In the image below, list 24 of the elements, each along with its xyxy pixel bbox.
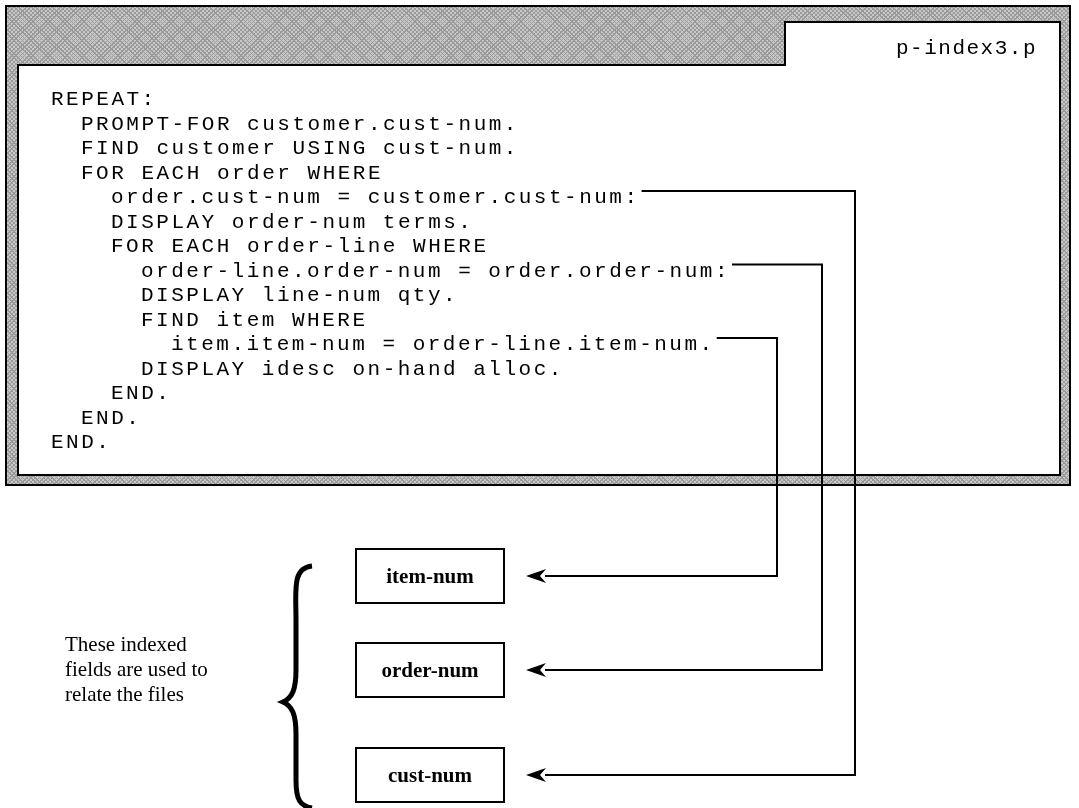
code-line: FOR EACH order WHERE [81,162,384,185]
code-line: item.item-num = order-line.item-num. [171,334,715,356]
window-frame [5,5,1071,486]
code-line: PROMPT-FOR customer.cust-num. [81,113,519,136]
code-line: END. [111,383,172,405]
leader-arrow [526,263,823,677]
code-line: END. [81,407,142,430]
leader-arrow [526,190,856,782]
code-line: FOR EACH order-line WHERE [111,236,489,258]
code-line: DISPLAY idesc on-hand alloc. [141,358,564,381]
window-title: p-index3.p [784,21,1061,66]
code-line: order.cust-num = customer.cust-num: [111,187,640,209]
note-text: These indexed fields are used to relate the files [65,632,209,707]
code-line: FIND item WHERE [141,309,368,332]
field-box: item-num [355,548,505,604]
code-line: DISPLAY order-num terms. [111,211,474,234]
field-box: cust-num [355,747,505,803]
code-line: order-line.order-num = order.order-num: [141,260,730,283]
leader-arrow [526,337,778,583]
code-line: REPEAT: [51,89,157,111]
code-line: FIND customer USING cust-num. [81,138,519,160]
code-line: DISPLAY line-num qty. [141,285,459,307]
code-line: END. [51,432,112,454]
field-box: order-num [355,642,505,698]
